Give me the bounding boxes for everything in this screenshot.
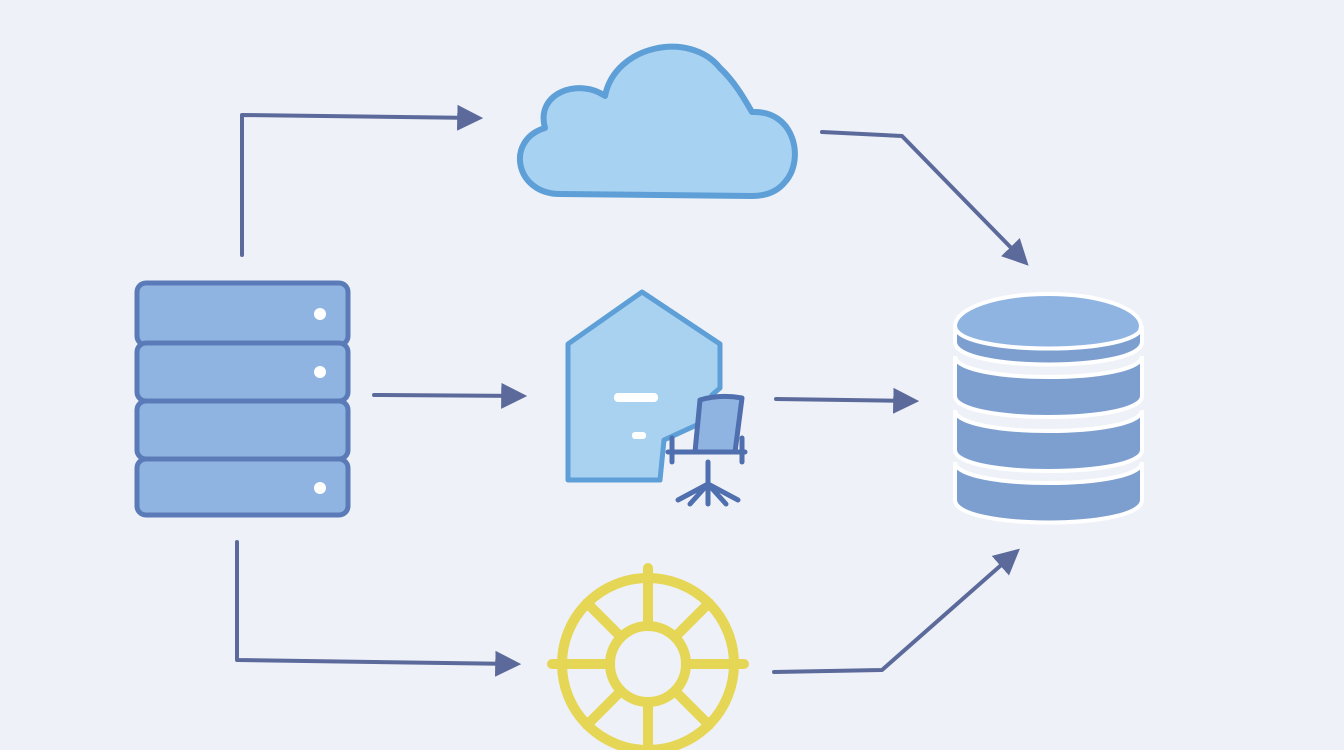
office-window (632, 432, 646, 439)
office-chair-icon (665, 393, 748, 507)
server-led (314, 482, 326, 494)
arrow-server-to-wheel (235, 540, 522, 677)
arrows (235, 104, 1029, 677)
arrow-cloud-to-database (820, 130, 1029, 266)
arrow-server-to-cloud (240, 104, 484, 257)
ship-wheel-icon (547, 563, 749, 750)
office-window (614, 393, 658, 402)
office-building-icon (565, 289, 723, 483)
server-led (314, 366, 326, 378)
arrow-office-to-database (774, 387, 920, 414)
arrow-wheel-to-database (772, 548, 1020, 674)
database-icon (953, 292, 1144, 525)
server-led (314, 308, 326, 320)
arrow-server-to-office (372, 382, 528, 409)
server-rack-icon (134, 280, 351, 518)
cloud-icon (516, 43, 798, 199)
